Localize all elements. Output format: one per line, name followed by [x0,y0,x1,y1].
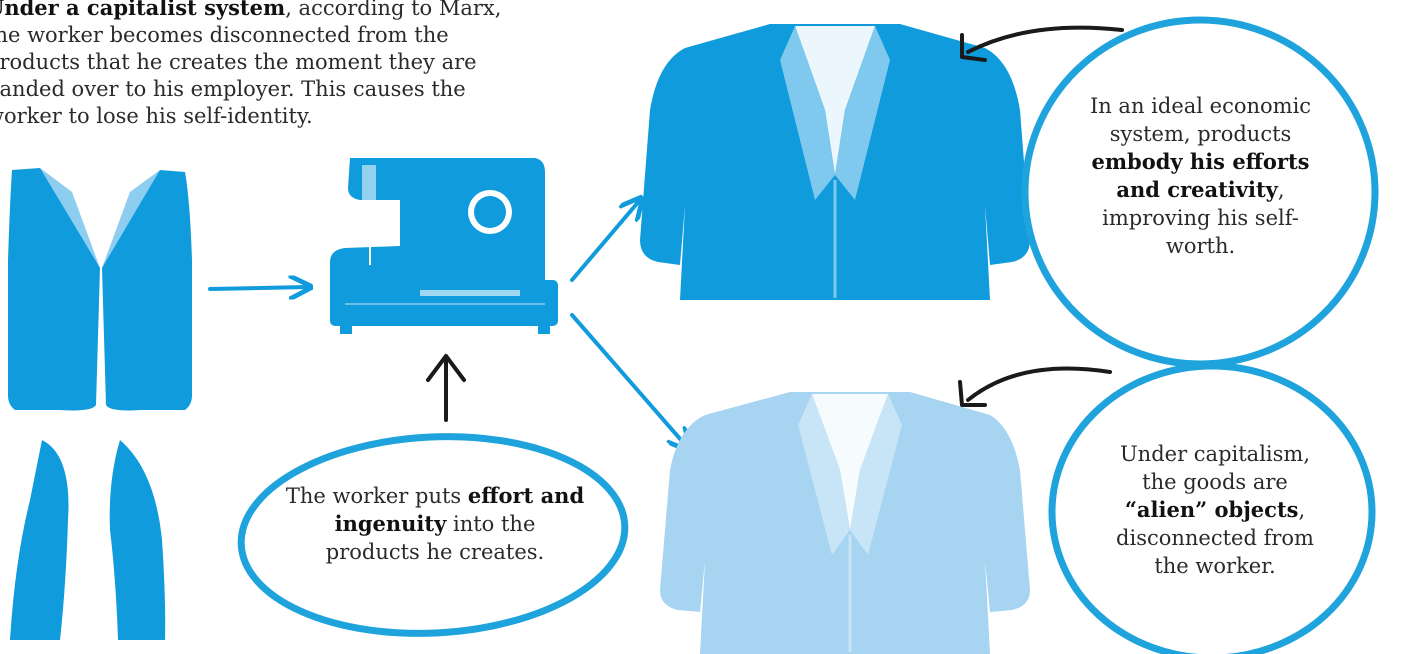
arrow-machine-to-alien-jacket [570,313,688,448]
bubble-worker-pre: The worker puts [285,484,468,508]
intro-paragraph: Under a capitalist system, according to … [0,0,526,130]
bubble-capitalism-pre: Under capitalism, the goods are [1119,442,1310,494]
bubble-ideal-bold: embody his efforts and creativity [1091,149,1310,202]
intro-rest: , according to Marx, the worker becomes … [0,0,502,128]
sewing-machine [330,158,558,334]
bubble-capitalism-post: , disconnected from the worker. [1116,498,1314,578]
bubble-worker-post: into the products he creates. [325,512,545,564]
arrow-ideal-bubble-to-jacket [960,25,1124,62]
bubble-worker-outline [237,433,629,637]
arrow-machine-to-ideal-jacket [570,200,640,282]
bubble-capitalism-text: Under capitalism, the goods are “alien” … [1100,440,1330,580]
bubble-ideal-text: In an ideal economic system, products em… [1073,92,1328,260]
sleeve-fabric-pieces [10,440,166,640]
jacket-alien [660,392,1030,654]
bubble-ideal-post: , improving his self-worth. [1102,178,1299,258]
arrow-up-to-machine [426,354,466,422]
bubble-worker-text: The worker puts effort and ingenuity int… [285,482,585,566]
jacket-ideal [640,24,1030,300]
bubble-worker-bold: effort and ingenuity [334,483,585,536]
bubble-capitalism-bold: “alien” objects [1124,497,1299,522]
intro-bold: Under a capitalist system [0,0,286,20]
arrow-alien-bubble-to-jacket [958,366,1112,407]
bubble-ideal-pre: In an ideal economic system, products [1089,94,1312,146]
vest-fabric-piece [8,168,192,411]
arrow-fabric-to-machine [208,287,308,289]
bubble-capitalism-outline [1048,362,1376,654]
